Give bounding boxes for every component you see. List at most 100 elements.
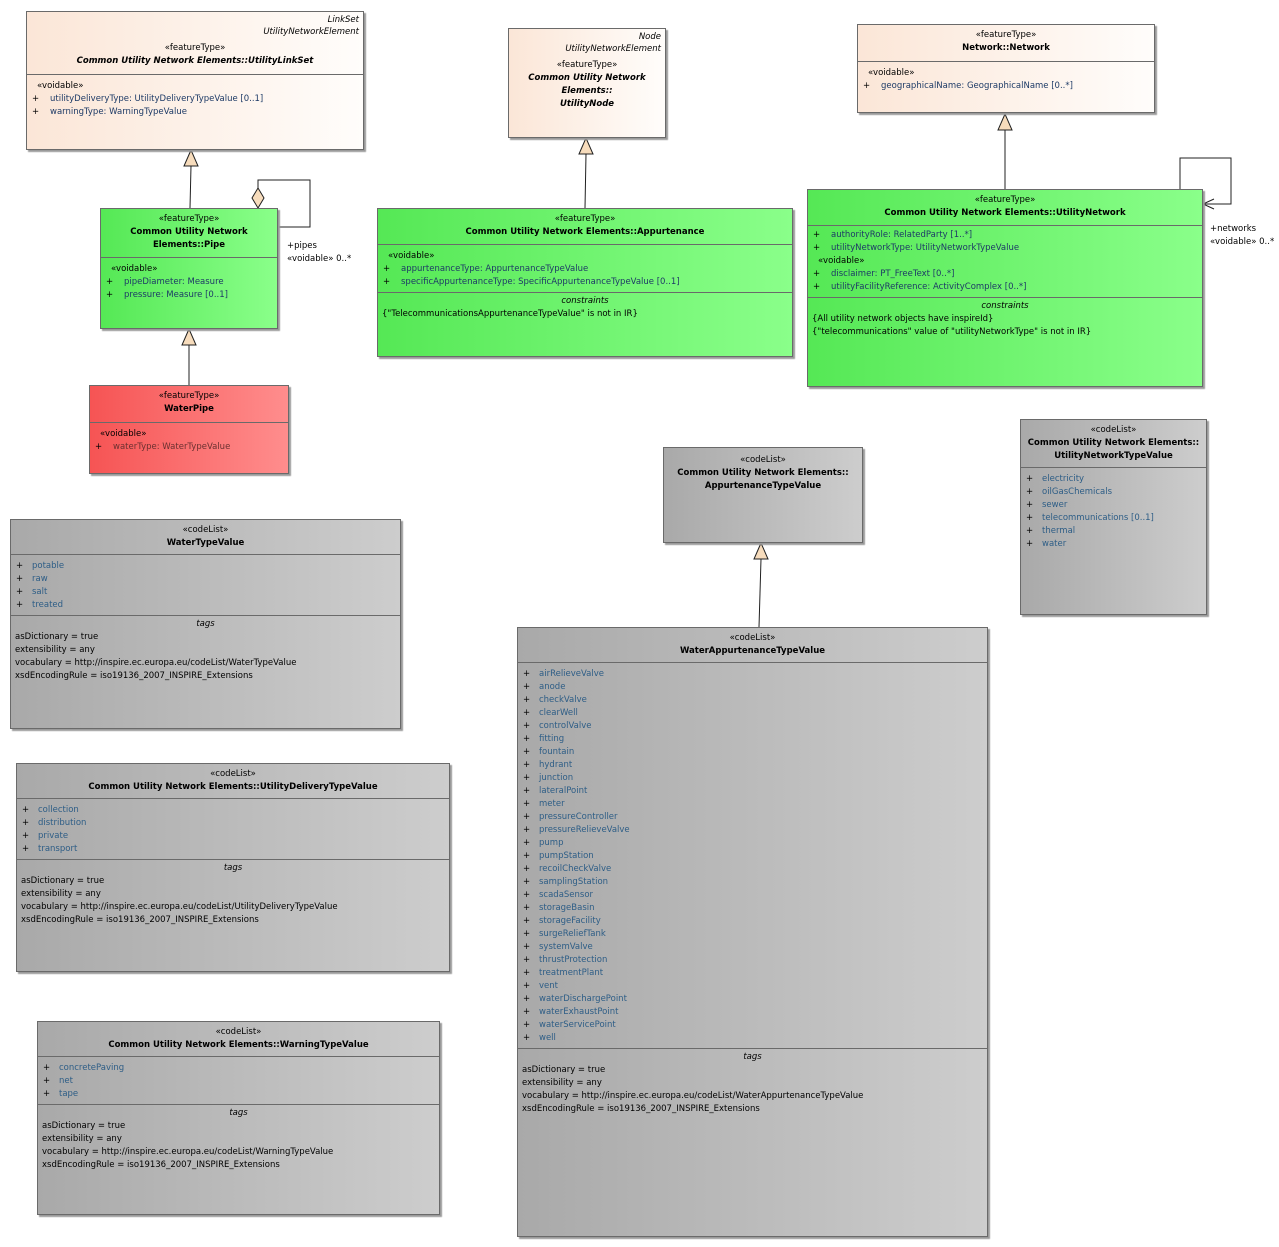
- attribute-row: +geographicalName: GeographicalName [0..…: [863, 81, 1073, 91]
- list-item: +checkValve: [523, 695, 587, 705]
- class-network[interactable]: «featureType» Network::Network «voidable…: [857, 24, 1155, 113]
- tag-line: asDictionary = true: [42, 1121, 126, 1131]
- attribute-row: +authorityRole: RelatedParty [1..*]: [813, 230, 973, 240]
- class-name: Common Utility Network Elements::Utility…: [76, 56, 314, 66]
- tags-compartment: tags asDictionary = true extensibility =…: [38, 1104, 439, 1175]
- list-item: +clearWell: [523, 708, 578, 718]
- list-item: +storageFacility: [523, 916, 601, 926]
- class-appurtenance[interactable]: «featureType» Common Utility Network Ele…: [377, 208, 793, 357]
- stereotype: «codeList»: [215, 1027, 262, 1037]
- association-networks-arrow: [1201, 198, 1215, 210]
- list-item: +well: [523, 1033, 556, 1043]
- class-name: Common Utility Network Elements::Utility…: [884, 208, 1126, 218]
- constraint-line: {All utility network objects have inspir…: [812, 314, 994, 324]
- tags-compartment: tags asDictionary = true extensibility =…: [11, 615, 400, 686]
- list-item: +waterExhaustPoint: [523, 1007, 619, 1017]
- values-list: +concretePaving +net +tape: [38, 1056, 439, 1104]
- list-item: +surgeReliefTank: [523, 929, 606, 939]
- class-water-pipe[interactable]: «featureType» WaterPipe «voidable» +wate…: [89, 385, 289, 474]
- generalization-waterappurtenance-appurtenance: [758, 558, 762, 628]
- tag-linkset: LinkSet: [327, 15, 359, 25]
- list-item: +vent: [523, 981, 558, 991]
- association-role-networks: +networks: [1210, 224, 1257, 234]
- list-item: +thrustProtection: [523, 955, 608, 965]
- class-warning-type-value[interactable]: «codeList» Common Utility Network Elemen…: [37, 1021, 440, 1215]
- list-item: +systemValve: [523, 942, 593, 952]
- attribute-row: +waterType: WaterTypeValue: [95, 442, 231, 452]
- generalization-appurtenance-node: [584, 153, 587, 209]
- voidable-group: «voidable»: [388, 251, 435, 261]
- tag-line: asDictionary = true: [522, 1065, 606, 1075]
- tag-line: extensibility = any: [15, 645, 95, 655]
- tag-utility-network-element: UtilityNetworkElement: [263, 27, 359, 37]
- class-name: UtilityNode: [559, 99, 615, 109]
- values-list: +potable +raw +salt +treated: [11, 554, 400, 615]
- tags-title: tags: [196, 619, 215, 629]
- values-list: +airRelieveValve+anode+checkValve+clearW…: [518, 662, 987, 1048]
- list-item: +pumpStation: [523, 851, 594, 861]
- tag-line: asDictionary = true: [15, 632, 99, 642]
- attribute-row: +pipeDiameter: Measure: [106, 277, 224, 287]
- voidable-group: «voidable»: [818, 256, 865, 266]
- list-item: +recoilCheckValve: [523, 864, 612, 874]
- attribute-row: +specificAppurtenanceType: SpecificAppur…: [383, 277, 680, 287]
- list-item: +lateralPoint: [523, 786, 588, 796]
- tag-line: extensibility = any: [42, 1134, 122, 1144]
- list-item: +telecommunications [0..1]: [1026, 513, 1154, 523]
- list-item: +distribution: [22, 818, 87, 828]
- voidable-group: «voidable»: [111, 264, 158, 274]
- generalization-arrowhead: [753, 541, 769, 560]
- association-multiplicity-pipes: «voidable» 0..*: [287, 254, 352, 264]
- generalization-arrowhead: [578, 136, 594, 155]
- values-list: +collection +distribution +private +tran…: [17, 798, 449, 859]
- tags-title: tags: [743, 1052, 762, 1062]
- class-name: Common Utility Network Elements::Warning…: [108, 1040, 369, 1050]
- tag-utility-network-element: UtilityNetworkElement: [565, 44, 661, 54]
- class-utility-link-set[interactable]: LinkSet UtilityNetworkElement «featureTy…: [26, 11, 364, 150]
- stereotype: «codeList»: [210, 769, 256, 779]
- class-name: Common Utility Network Elements::: [528, 73, 646, 96]
- class-water-appurtenance-type-value[interactable]: «codeList» WaterAppurtenanceTypeValue +a…: [517, 627, 988, 1237]
- generalization-arrowhead: [997, 112, 1013, 131]
- tag-line: xsdEncodingRule = iso19136_2007_INSPIRE_…: [21, 915, 259, 925]
- class-pipe[interactable]: «featureType» Common Utility Network Ele…: [100, 208, 278, 329]
- list-item: +meter: [523, 799, 565, 809]
- tag-line: extensibility = any: [522, 1078, 602, 1088]
- class-name: Common Utility Network Elements::Pipe: [130, 227, 248, 250]
- class-utility-network-type-value[interactable]: «codeList» Common Utility Network Elemen…: [1020, 419, 1207, 615]
- list-item: +waterDischargePoint: [523, 994, 627, 1004]
- stereotype: «featureType»: [974, 195, 1036, 205]
- list-item: +oilGasChemicals: [1026, 487, 1113, 497]
- stereotype: «featureType»: [158, 214, 220, 224]
- class-name: Common Utility Network Elements::: [677, 468, 849, 478]
- list-item: +concretePaving: [43, 1063, 125, 1073]
- stereotype: «codeList»: [740, 455, 786, 465]
- class-water-type-value[interactable]: «codeList» WaterTypeValue +potable +raw …: [10, 519, 401, 729]
- list-item: +pressureRelieveValve: [523, 825, 630, 835]
- values-list: +electricity +oilGasChemicals +sewer +te…: [1021, 467, 1206, 554]
- attribute-row: +pressure: Measure [0..1]: [106, 290, 228, 300]
- class-utility-delivery-type-value[interactable]: «codeList» Common Utility Network Elemen…: [16, 763, 450, 972]
- voidable-group: «voidable»: [37, 81, 84, 91]
- tags-title: tags: [229, 1108, 248, 1118]
- tags-compartment: tags asDictionary = true extensibility =…: [518, 1048, 987, 1119]
- aggregation-diamond: [251, 187, 265, 209]
- class-utility-node[interactable]: Node UtilityNetworkElement «featureType»…: [508, 28, 666, 138]
- list-item: +treatmentPlant: [523, 968, 604, 978]
- list-item: +samplingStation: [523, 877, 609, 887]
- class-appurtenance-type-value[interactable]: «codeList» Common Utility Network Elemen…: [663, 447, 863, 543]
- class-utility-network[interactable]: «featureType» Common Utility Network Ele…: [807, 189, 1203, 387]
- list-item: +transport: [22, 844, 78, 854]
- class-name: UtilityNetworkTypeValue: [1054, 451, 1173, 461]
- list-item: +airRelieveValve: [523, 669, 605, 679]
- list-item: +scadaSensor: [523, 890, 594, 900]
- stereotype: «codeList»: [1090, 425, 1137, 435]
- tag-line: xsdEncodingRule = iso19136_2007_INSPIRE_…: [15, 671, 253, 681]
- stereotype: «featureType»: [975, 30, 1037, 40]
- attribute-row: +utilityFacilityReference: ActivityCompl…: [813, 282, 1027, 292]
- generalization-arrowhead: [183, 148, 199, 167]
- list-item: +private: [22, 831, 69, 841]
- attribute-row: +disclaimer: PT_FreeText [0..*]: [813, 269, 955, 279]
- association-networks: [1179, 157, 1232, 205]
- list-item: +water: [1026, 539, 1067, 549]
